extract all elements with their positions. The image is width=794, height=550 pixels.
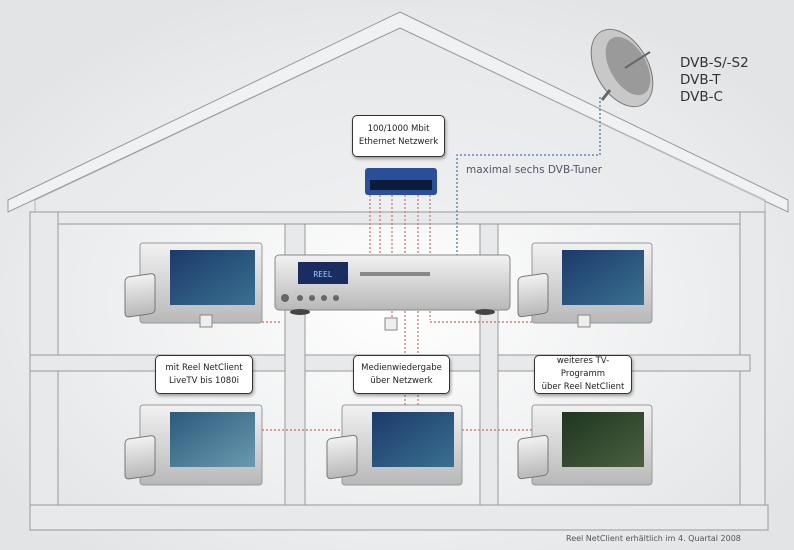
tv-lower-right bbox=[531, 404, 653, 486]
netclient-boxes bbox=[124, 273, 549, 480]
receiver-display: REEL bbox=[313, 270, 332, 279]
label-middle: Medienwiedergabe über Netzwerk bbox=[353, 355, 450, 394]
label-line: über Netzwerk bbox=[370, 375, 433, 386]
tv-lower-middle bbox=[341, 404, 463, 486]
wall-sockets bbox=[199, 314, 591, 331]
label-line: LiveTV bis 1080i bbox=[169, 375, 239, 386]
label-line: Medienwiedergabe bbox=[361, 362, 442, 373]
reel-receiver: REEL bbox=[274, 254, 511, 315]
antenna-cable bbox=[456, 95, 601, 260]
label-right: weiteres TV-Programm über Reel NetClient bbox=[534, 355, 632, 394]
satellite-dish-icon bbox=[590, 28, 654, 108]
label-line: 100/1000 Mbit bbox=[367, 124, 430, 134]
tv-upper-right bbox=[531, 242, 653, 324]
tuner-caption: maximal sechs DVB-Tuner bbox=[466, 164, 602, 176]
network-switch bbox=[365, 168, 437, 195]
dvb-s: DVB-S/-S2 bbox=[680, 55, 749, 71]
label-line: über Reel NetClient bbox=[541, 382, 625, 392]
footer-note: Reel NetClient erhältlich im 4. Quartal … bbox=[566, 534, 741, 543]
label-left: mit Reel NetClient LiveTV bis 1080i bbox=[155, 355, 253, 394]
tv-lower-left bbox=[139, 404, 263, 486]
dvb-t: DVB-T bbox=[680, 72, 721, 88]
tv-upper-left bbox=[139, 242, 263, 324]
label-line: weiteres TV-Programm bbox=[556, 356, 610, 379]
label-line: Ethernet Netzwerk bbox=[358, 137, 439, 147]
dvb-c: DVB-C bbox=[680, 89, 723, 105]
label-line: mit Reel NetClient bbox=[165, 362, 243, 373]
dvb-standards: DVB-S/-S2 DVB-T DVB-C bbox=[680, 55, 749, 106]
label-network: 100/1000 Mbit Ethernet Netzwerk bbox=[352, 115, 445, 157]
